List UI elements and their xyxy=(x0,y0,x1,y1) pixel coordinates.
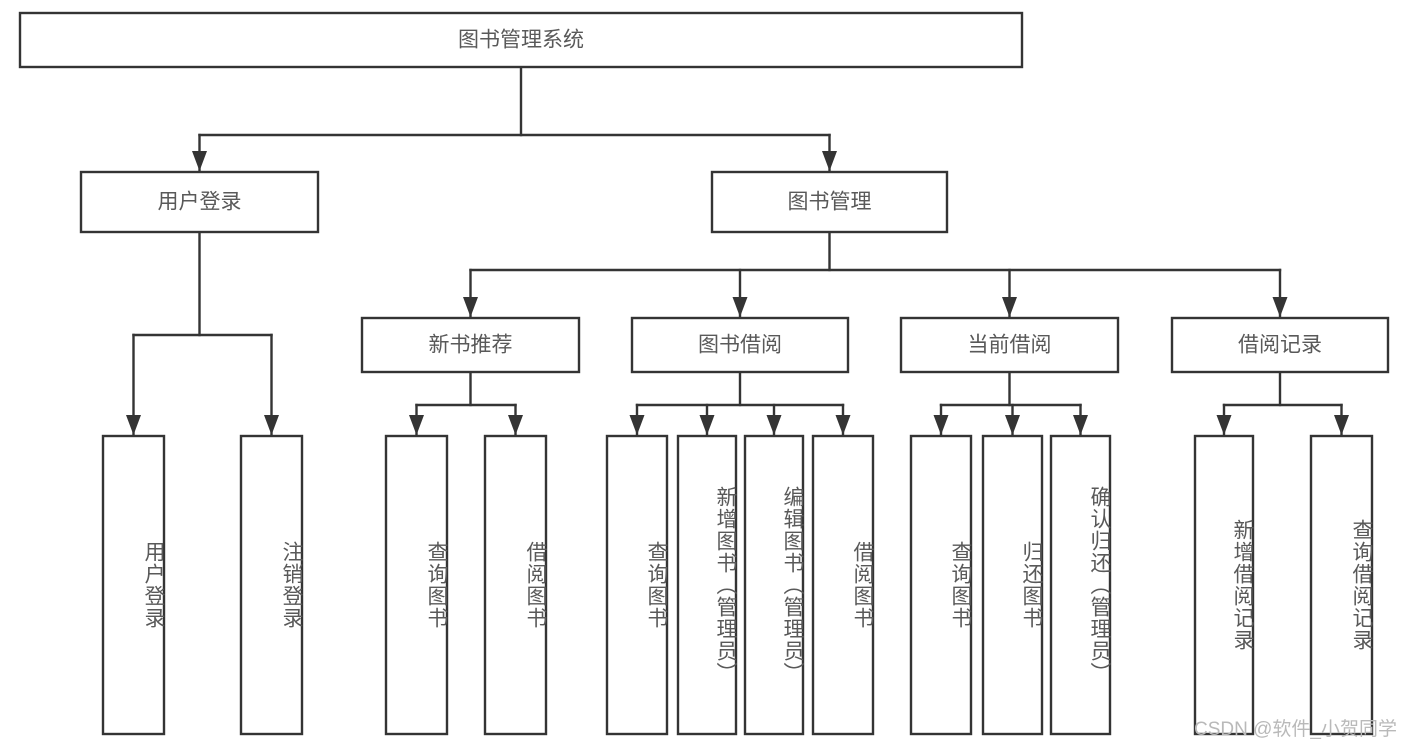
node-box-leaf_add_book[interactable] xyxy=(676,434,738,736)
node-box-leaf_return_book[interactable] xyxy=(981,434,1044,736)
node-label-book_mgmt: 图书管理 xyxy=(788,191,872,214)
arrow-head-icon xyxy=(192,151,207,171)
node-box-user_login[interactable] xyxy=(79,170,320,234)
boxes-layer xyxy=(18,11,1390,736)
watermark: CSDN @软件_小贺同学 xyxy=(1194,719,1397,740)
arrow-head-icon xyxy=(1272,297,1288,317)
arrow-head-icon xyxy=(409,415,424,435)
arrow-head-icon xyxy=(766,415,782,435)
arrow-head-icon xyxy=(699,415,715,435)
node-label-current_borrow: 当前借阅 xyxy=(968,334,1052,357)
arrow-head-icon xyxy=(1334,415,1349,435)
node-box-leaf_query_book_2[interactable] xyxy=(605,434,669,736)
node-label-new_book_rec: 新书推荐 xyxy=(429,334,513,357)
node-box-leaf_logout[interactable] xyxy=(239,434,304,736)
edges-layer xyxy=(126,65,1349,437)
node-box-leaf_query_book_3[interactable] xyxy=(909,434,973,736)
node-box-leaf_add_record[interactable] xyxy=(1193,434,1255,736)
arrow-head-icon xyxy=(732,297,748,317)
arrow-head-icon xyxy=(629,415,645,435)
node-box-leaf_user_login[interactable] xyxy=(101,434,166,736)
arrow-head-icon xyxy=(1073,415,1088,435)
arrow-head-icon xyxy=(264,415,279,435)
arrow-head-icon xyxy=(508,415,523,435)
node-box-leaf_query_record[interactable] xyxy=(1309,434,1374,736)
arrow-head-icon xyxy=(463,297,478,317)
node-box-book_borrow[interactable] xyxy=(630,316,850,374)
node-box-leaf_confirm_return[interactable] xyxy=(1049,434,1112,736)
node-box-book_mgmt[interactable] xyxy=(710,170,949,234)
arrow-head-icon xyxy=(933,415,949,435)
node-box-leaf_borrow_book_1[interactable] xyxy=(483,434,548,736)
arrow-head-icon xyxy=(1216,415,1232,435)
node-box-leaf_borrow_book_2[interactable] xyxy=(811,434,875,736)
node-label-user_login: 用户登录 xyxy=(158,191,242,214)
node-label-book_borrow: 图书借阅 xyxy=(698,334,782,357)
node-box-root[interactable] xyxy=(18,11,1024,69)
node-box-new_book_rec[interactable] xyxy=(360,316,581,374)
node-box-current_borrow[interactable] xyxy=(899,316,1120,374)
node-box-leaf_query_book_1[interactable] xyxy=(384,434,449,736)
node-label-root: 图书管理系统 xyxy=(458,29,584,52)
arrow-head-icon xyxy=(126,415,141,435)
arrow-head-icon xyxy=(1002,297,1017,317)
node-label-borrow_record: 借阅记录 xyxy=(1238,334,1322,357)
node-box-leaf_edit_book[interactable] xyxy=(743,434,805,736)
arrow-head-icon xyxy=(1005,415,1020,435)
node-box-borrow_record[interactable] xyxy=(1170,316,1390,374)
arrow-head-icon xyxy=(822,151,837,171)
arrow-head-icon xyxy=(835,415,851,435)
